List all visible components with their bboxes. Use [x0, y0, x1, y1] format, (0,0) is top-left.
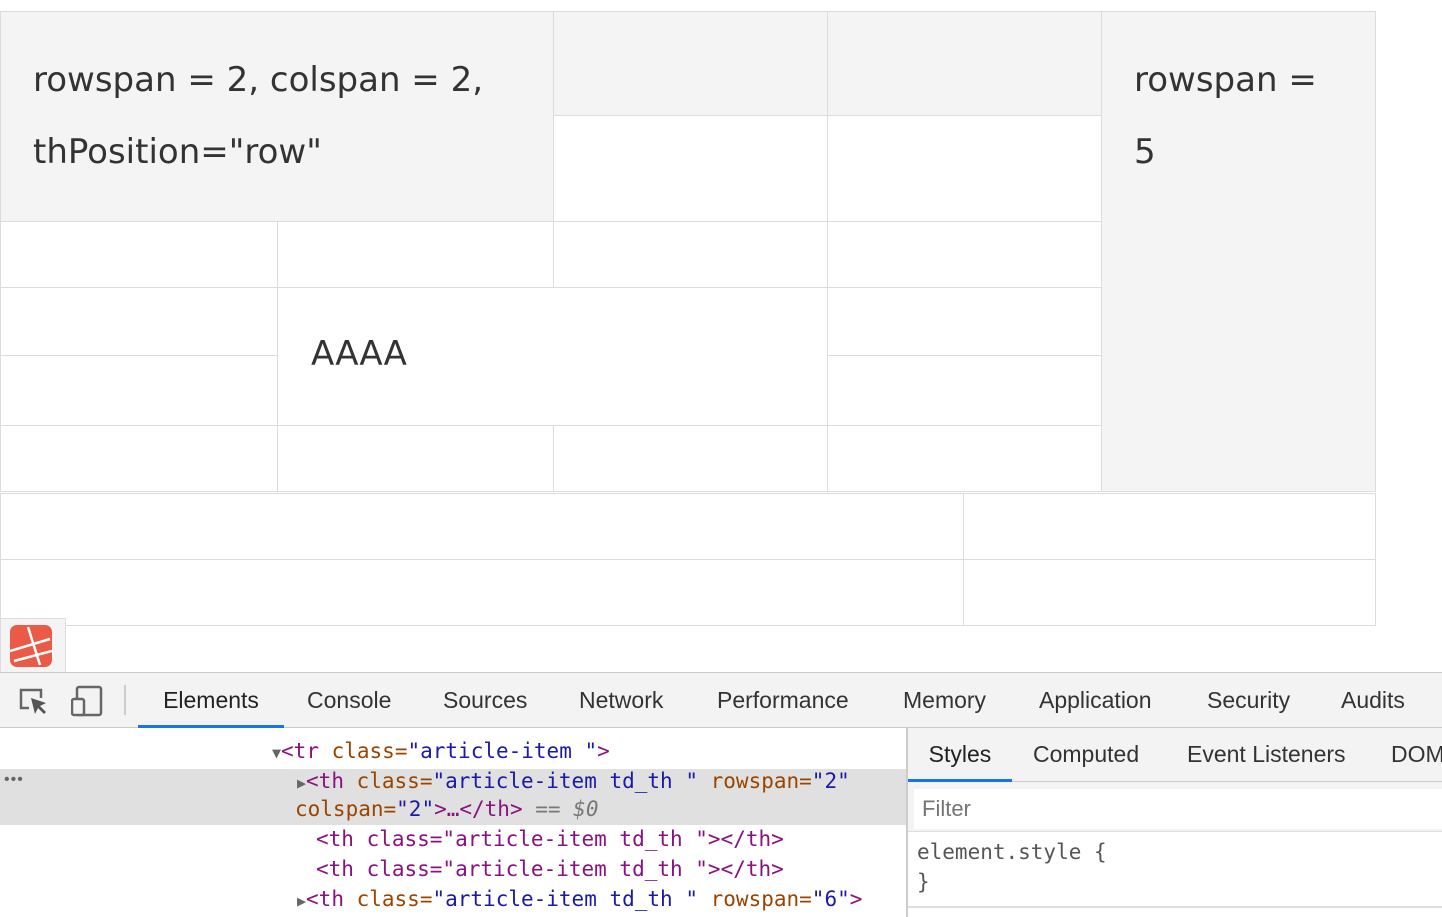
tab-performance[interactable]: Performance — [717, 687, 849, 713]
attr: class= — [343, 887, 433, 911]
merged-cell: AAAA — [277, 287, 828, 426]
dom-node-th[interactable]: <th class="article-item td_th "></th> — [316, 827, 784, 851]
tab-styles[interactable]: Styles — [908, 728, 1012, 782]
dom-node-th-selected-cont[interactable]: colspan="2">…</th> == $0 — [295, 795, 598, 823]
table-cell — [0, 425, 278, 492]
header-cell-text: rowspan = 2, colspan = 2, — [33, 60, 484, 100]
table-cell — [277, 425, 554, 492]
styles-pane: Styles Computed Event Listeners DOM elem… — [906, 728, 1442, 917]
tab-dom[interactable]: DOM — [1391, 741, 1442, 767]
table-cell — [963, 493, 1376, 560]
tag: <tr — [281, 739, 319, 763]
tab-network[interactable]: Network — [579, 687, 664, 713]
header-cell-rowspan-colspan: rowspan = 2, colspan = 2, thPosition="row… — [0, 11, 554, 222]
table-cell — [553, 115, 828, 222]
filter-bar — [908, 782, 1442, 832]
tab-sources[interactable]: Sources — [443, 687, 528, 713]
attr: rowspan= — [698, 887, 812, 911]
styles-tab-bar: Styles Computed Event Listeners DOM — [908, 728, 1442, 782]
selected-node-highlight — [0, 769, 907, 825]
tag: <th — [306, 769, 344, 793]
devtools-panel: Elements Console Sources Network Perform… — [0, 672, 1442, 917]
merged-cell-text: AAAA — [311, 334, 407, 374]
laravel-logo-icon — [10, 625, 52, 667]
tag-end: > — [849, 887, 863, 911]
attr: class= — [318, 739, 408, 763]
tab-console[interactable]: Console — [307, 687, 392, 713]
divider — [908, 906, 1442, 908]
laravel-debugbar-button[interactable] — [0, 618, 66, 673]
inspect-element-icon[interactable] — [19, 688, 49, 716]
node-actions-ellipsis[interactable]: ••• — [4, 771, 24, 788]
table-cell — [0, 287, 278, 356]
table-cell — [963, 559, 1376, 626]
attr: colspan= — [295, 797, 397, 821]
tab-elements[interactable]: Elements — [138, 673, 284, 728]
header-cell — [827, 11, 1102, 116]
table-cell — [277, 221, 554, 288]
tag-end: > — [597, 739, 610, 763]
rowspan-text-2: 5 — [1134, 132, 1156, 172]
table-cell — [0, 559, 964, 626]
selected-marker: == $0 — [522, 797, 599, 821]
attr-value: "2" — [811, 769, 850, 793]
table-cell — [553, 425, 828, 492]
tab-memory[interactable]: Memory — [903, 687, 987, 713]
attr-value: "2" — [396, 797, 435, 821]
devtools-tab-bar: Elements Console Sources Network Perform… — [0, 673, 1442, 728]
dom-tree: ••• ▼<tr class="article-item "> ▶<th cla… — [0, 728, 907, 917]
tab-security[interactable]: Security — [1207, 687, 1291, 713]
attr: class= — [343, 769, 433, 793]
device-toolbar-icon[interactable] — [71, 685, 103, 717]
table-cell — [0, 493, 964, 560]
attr: rowspan= — [698, 769, 812, 793]
table-cell — [827, 221, 1102, 288]
dom-node-th[interactable]: <th class="article-item td_th "></th> — [316, 857, 784, 881]
attr-value: "article-item td_th " — [432, 887, 698, 911]
header-cell — [553, 11, 828, 116]
attr-value: "6" — [811, 887, 850, 911]
tab-audits[interactable]: Audits — [1341, 687, 1405, 713]
tab-event-listeners[interactable]: Event Listeners — [1187, 741, 1346, 767]
tag-end: >…</th> — [434, 797, 523, 821]
attr-value: "article-item " — [407, 739, 598, 763]
dom-node-th-rowspan[interactable]: ▶<th class="article-item td_th " rowspan… — [297, 887, 863, 911]
table-cell — [827, 425, 1102, 492]
header-cell-rowspan: rowspan = 5 — [1101, 11, 1376, 492]
table-cell — [0, 355, 278, 426]
tab-application[interactable]: Application — [1039, 687, 1152, 713]
tag: <th — [306, 887, 344, 911]
table-cell — [827, 355, 1102, 426]
element-style-rule[interactable]: element.style { — [917, 840, 1107, 864]
table-cell — [553, 221, 828, 288]
element-style-close: } — [917, 870, 930, 894]
table-cell — [827, 115, 1102, 222]
rowspan-text: rowspan = — [1134, 60, 1317, 100]
styles-filter-input[interactable] — [914, 789, 1442, 829]
tab-computed[interactable]: Computed — [1033, 741, 1140, 767]
table-cell — [827, 287, 1102, 356]
attr-value: "article-item td_th " — [432, 769, 698, 793]
divider — [124, 685, 126, 715]
dom-node-tr[interactable]: ▼<tr class="article-item "> — [272, 739, 610, 763]
table-cell — [0, 221, 278, 288]
header-cell-text-2: thPosition="row" — [33, 132, 322, 172]
dom-node-th-selected[interactable]: ▶<th class="article-item td_th " rowspan… — [297, 769, 850, 793]
